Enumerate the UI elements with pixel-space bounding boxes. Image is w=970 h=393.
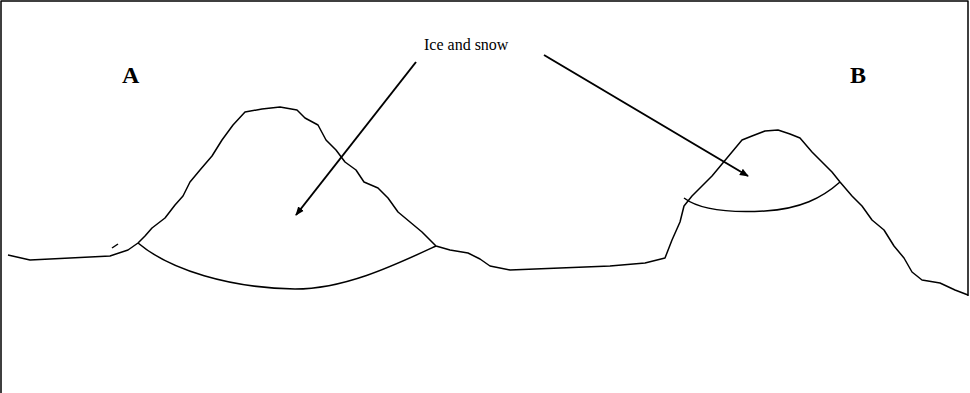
- ground-profile: [8, 107, 968, 295]
- ice-boundary-a: [138, 243, 436, 289]
- mountain-letter: A: [122, 62, 139, 88]
- callout-label: Ice and snow: [424, 36, 508, 54]
- base-mark: [112, 244, 118, 248]
- leader-arrow: [544, 55, 748, 176]
- leader-arrow: [296, 62, 416, 215]
- mountain-letter: B: [850, 62, 866, 88]
- ice-boundary-b: [684, 182, 840, 212]
